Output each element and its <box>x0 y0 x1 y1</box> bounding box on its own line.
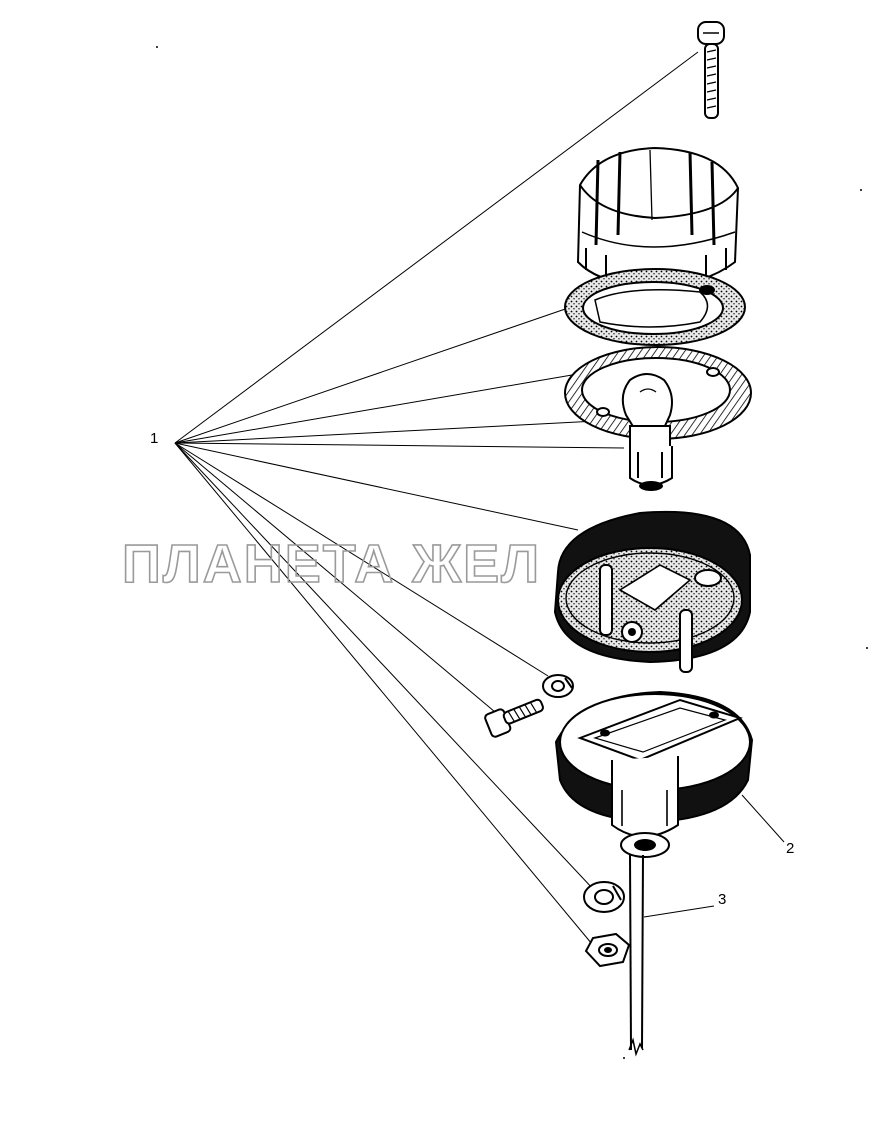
watermark-text: ПЛАНЕТА ЖЕЛ <box>122 534 541 594</box>
spring-washer-upper <box>542 674 574 698</box>
lamp-socket-housing <box>553 510 751 673</box>
spring-washer-lower <box>583 881 625 913</box>
lamp-cap <box>576 146 740 289</box>
lamp-base <box>554 690 754 858</box>
hex-nut <box>584 932 631 968</box>
leader-lines-part-1 <box>174 51 699 945</box>
reflector-ring <box>564 268 746 346</box>
callout-label-2: 2 <box>786 840 794 857</box>
callout-label-3: 3 <box>718 891 726 908</box>
side-screw <box>484 698 544 738</box>
callout-label-1: 1 <box>150 430 158 447</box>
lamp-bulb <box>621 373 673 491</box>
scan-specks <box>156 46 868 1059</box>
lamp-wire <box>628 854 644 1057</box>
leader-lines-parts-2-3 <box>643 794 785 918</box>
top-screw <box>697 21 725 119</box>
